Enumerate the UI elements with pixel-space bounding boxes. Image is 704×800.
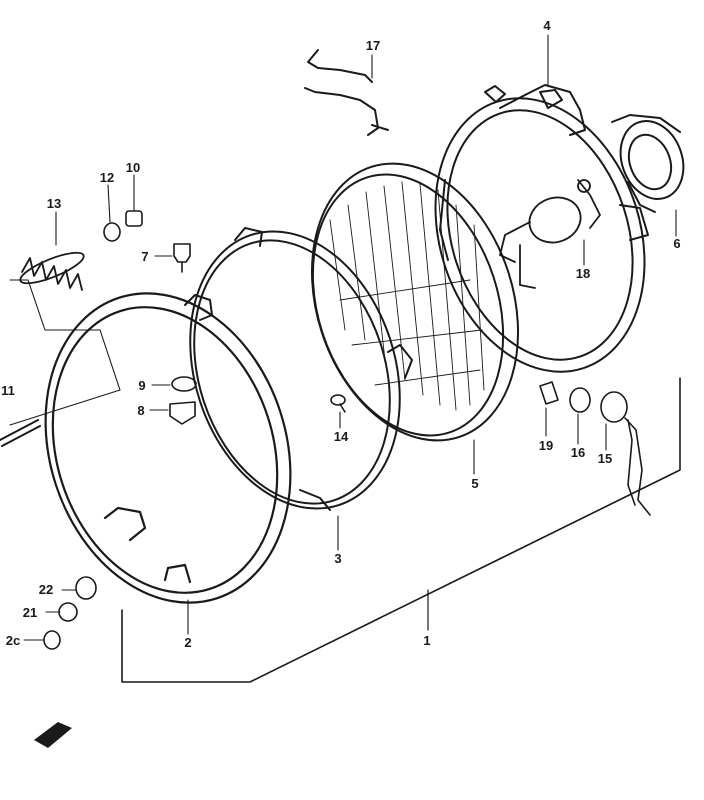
leader-lines	[23, 34, 677, 641]
assembly-bracket	[121, 377, 681, 683]
headlamp-bulb	[499, 179, 601, 289]
callout-14: 14	[334, 429, 349, 444]
callout-9: 9	[138, 378, 145, 393]
outer-headlamp-rim	[44, 292, 292, 604]
callout-21: 21	[23, 605, 37, 620]
adjusting-spring	[19, 251, 85, 291]
callout-8: 8	[137, 403, 144, 418]
callout-18: 18	[576, 266, 590, 281]
callout-22: 22	[39, 582, 53, 597]
pilot-socket	[569, 387, 591, 413]
callout-15: 15	[598, 451, 612, 466]
washer-21	[58, 602, 78, 622]
spring-clip	[304, 49, 389, 136]
callout-4: 4	[543, 18, 551, 33]
callout-7: 7	[141, 249, 148, 264]
nut-8	[169, 401, 196, 425]
callout-12: 12	[100, 170, 114, 185]
pilot-bulb	[539, 381, 559, 405]
bulb-socket	[611, 114, 685, 213]
pilot-lamp-holder	[600, 391, 651, 516]
alignment-lines	[9, 279, 121, 426]
lens-pattern	[329, 181, 485, 411]
front-arrow-icon	[34, 722, 72, 748]
screw-14	[330, 394, 346, 413]
callout-5: 5	[471, 476, 478, 491]
headlamp-housing	[434, 84, 649, 373]
callout-13: 13	[47, 196, 61, 211]
callout-2: 2	[184, 635, 191, 650]
nut-20	[43, 630, 61, 650]
headlamp-lens-unit	[310, 162, 520, 442]
callout-20: 2c	[6, 633, 20, 648]
callout-19: 19	[539, 438, 553, 453]
callout-17: 17	[366, 38, 380, 53]
callout-16: 16	[571, 445, 585, 460]
callout-3: 3	[334, 551, 341, 566]
callout-11: 11	[1, 383, 15, 398]
washer-9	[171, 376, 197, 392]
screw-22	[75, 576, 97, 600]
callout-6: 6	[673, 236, 680, 251]
nut-10	[125, 210, 143, 227]
inner-mounting-ring	[184, 227, 413, 511]
nut-12	[103, 222, 121, 242]
callout-1: 1	[423, 633, 430, 648]
screw-7	[173, 243, 191, 273]
callout-10: 10	[126, 160, 140, 175]
adjusting-screw	[0, 419, 41, 447]
